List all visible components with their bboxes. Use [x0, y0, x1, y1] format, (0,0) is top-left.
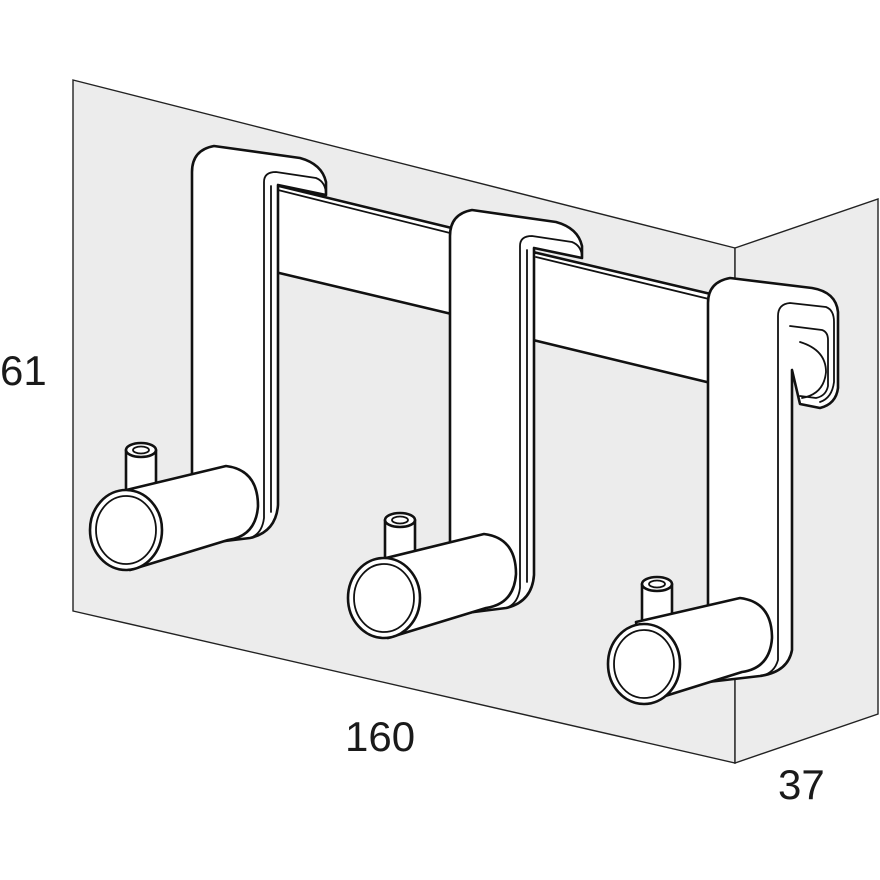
knob-end-ring [353, 563, 415, 633]
knob-pin-hole [391, 515, 409, 525]
back-rail [273, 183, 717, 386]
hook-knob-2 [346, 511, 518, 640]
knob-end-face [88, 488, 164, 572]
knob-end-ring [613, 629, 675, 699]
clip-loop [789, 325, 829, 399]
bracket-inner-fold [759, 302, 835, 677]
knob-pin-hole [132, 445, 150, 455]
hook-bracket-1 [190, 144, 328, 547]
knob-pin-top [124, 441, 158, 459]
hook-knob-1 [88, 441, 260, 572]
bracket-strap [706, 276, 840, 684]
bracket-inner-fold [505, 235, 583, 609]
rail-segment-left-edge [277, 189, 459, 236]
knob-pin-hole [648, 579, 666, 589]
knob-end-face [606, 622, 682, 706]
hook-bracket-3 [706, 276, 840, 684]
knob-end-ring [95, 495, 157, 565]
height-dimension-label: 61 [0, 347, 47, 394]
width-dimension-label: 160 [345, 713, 416, 760]
bracket-strap [448, 208, 584, 617]
clip-roller [799, 341, 827, 399]
depth-dimension-label: 37 [778, 761, 825, 808]
rail-segment-right-edge [535, 256, 714, 301]
hook-bracket-2 [448, 208, 584, 617]
bracket-inner-fold [249, 171, 327, 539]
knob-pin-top [640, 575, 674, 593]
hook-knob-3 [606, 575, 774, 706]
knob-pin-top [383, 511, 417, 529]
bracket-strap [190, 144, 328, 547]
knob-end-face [346, 556, 422, 640]
